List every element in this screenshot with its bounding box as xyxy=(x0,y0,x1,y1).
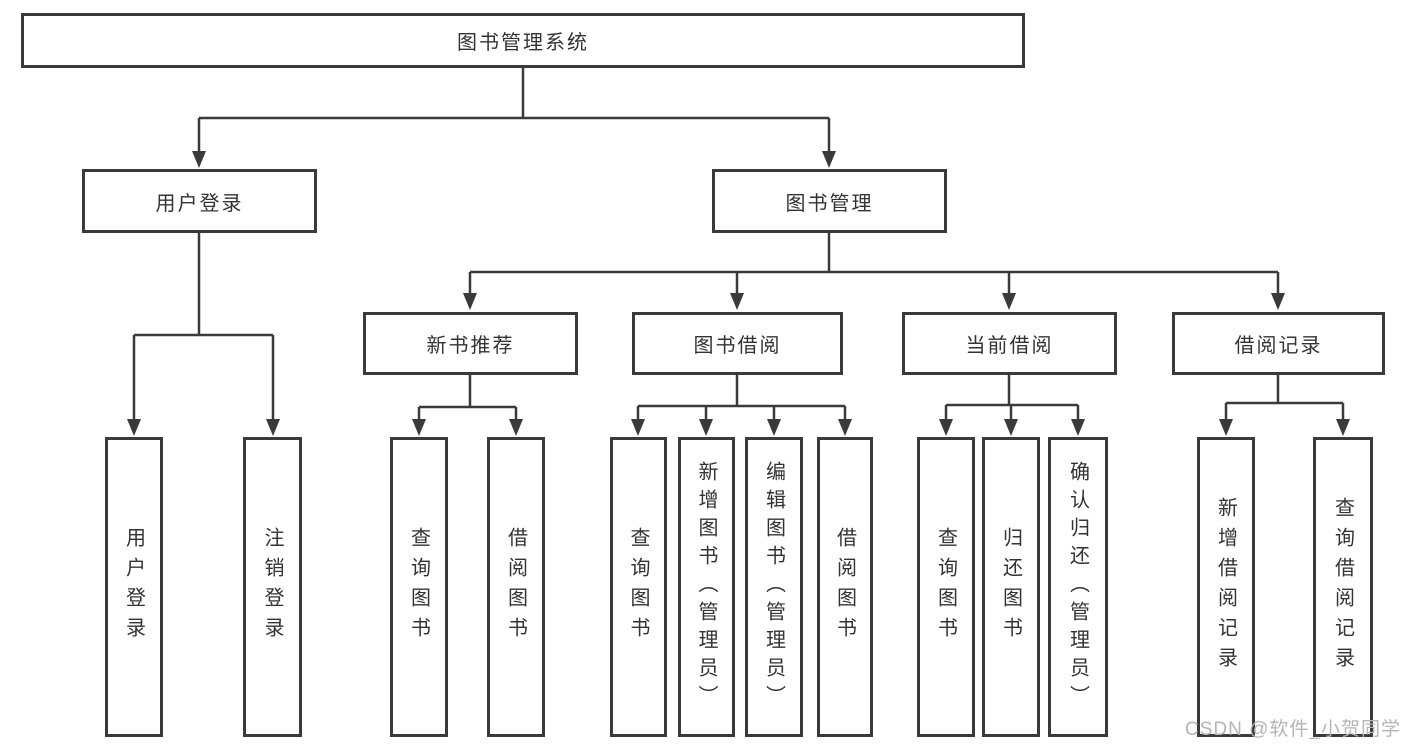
node-rec-query-books: 查询图书 xyxy=(390,437,448,737)
node-library-system: 图书管理系统 xyxy=(21,13,1025,68)
arrowhead-icon xyxy=(127,419,141,436)
arrowhead-icon xyxy=(822,151,836,168)
connector-root-to-level2 xyxy=(192,68,836,168)
node-cb-confirm-return-admin: 确认归还（管理员） xyxy=(1048,437,1108,737)
arrowhead-icon xyxy=(1219,419,1233,436)
arrowhead-icon xyxy=(412,419,426,436)
node-br-query-record: 查询借阅记录 xyxy=(1313,437,1373,737)
arrowhead-icon xyxy=(1004,419,1018,436)
node-user-login: 用户登录 xyxy=(82,169,317,233)
arrowhead-icon xyxy=(699,419,713,436)
node-book-management: 图书管理 xyxy=(712,169,947,233)
arrowhead-icon xyxy=(838,419,852,436)
node-logout: 注销登录 xyxy=(243,437,302,737)
connector-currentborrow-children xyxy=(939,375,1085,436)
arrowhead-icon xyxy=(1071,419,1085,436)
arrowhead-icon xyxy=(192,151,206,168)
arrowhead-icon xyxy=(767,419,781,436)
connector-borrowrecords-children xyxy=(1219,375,1350,436)
connector-bookborrow-children xyxy=(631,375,852,436)
csdn-watermark: CSDN @软件_小贺同学 xyxy=(1185,719,1401,740)
node-bb-borrow-books: 借阅图书 xyxy=(817,437,873,737)
node-bb-query-books: 查询图书 xyxy=(610,437,667,737)
arrowhead-icon xyxy=(1002,293,1016,310)
node-bb-edit-books-admin: 编辑图书（管理员） xyxy=(745,437,803,737)
arrowhead-icon xyxy=(631,419,645,436)
node-current-borrowing: 当前借阅 xyxy=(902,312,1117,375)
node-cb-query-books: 查询图书 xyxy=(917,437,975,737)
connector-userlogin-children xyxy=(127,233,280,436)
node-br-add-record: 新增借阅记录 xyxy=(1197,437,1255,737)
node-user-login-leaf: 用户登录 xyxy=(105,437,163,737)
node-book-borrowing: 图书借阅 xyxy=(632,312,843,375)
connector-newbookrec-children xyxy=(412,375,523,436)
arrowhead-icon xyxy=(1336,419,1350,436)
node-borrowing-records: 借阅记录 xyxy=(1172,312,1385,375)
arrowhead-icon xyxy=(266,419,280,436)
node-bb-add-books-admin: 新增图书（管理员） xyxy=(678,437,735,737)
arrowhead-icon xyxy=(509,419,523,436)
node-rec-borrow-books: 借阅图书 xyxy=(487,437,545,737)
arrowhead-icon xyxy=(730,293,744,310)
node-new-book-recommendation: 新书推荐 xyxy=(363,312,578,375)
arrowhead-icon xyxy=(463,293,477,310)
arrowhead-icon xyxy=(1271,293,1285,310)
node-cb-return-books: 归还图书 xyxy=(982,437,1040,737)
arrowhead-icon xyxy=(939,419,953,436)
connector-bookmgmt-to-level3 xyxy=(463,233,1285,310)
